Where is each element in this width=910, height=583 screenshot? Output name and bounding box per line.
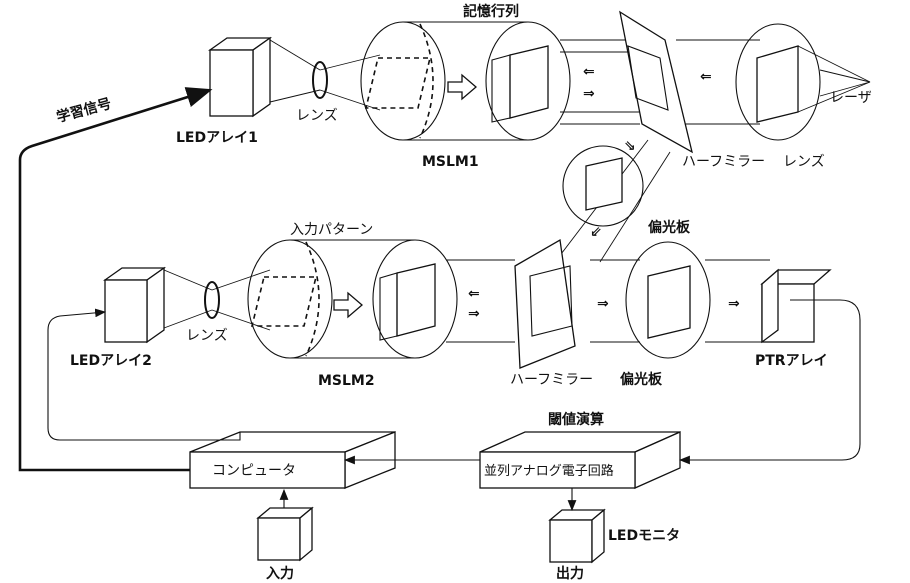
label-analog-circuit: 並列アナログ電子回路 [484, 463, 614, 479]
ptr-array [760, 268, 832, 344]
mslm-1 [360, 21, 571, 141]
hollow-arrow-2 [333, 291, 363, 319]
led-array-1 [207, 36, 273, 118]
label-polarizer-1: 偏光板 [648, 219, 691, 236]
led1-rays [269, 39, 381, 111]
hollow-arrow-1 [447, 73, 477, 101]
lens-2 [204, 281, 220, 319]
polarizer-1: ⇘ ⇙ [554, 138, 671, 263]
label-lens-2: レンズ [186, 328, 228, 344]
svg-text:⇐: ⇐ [468, 286, 480, 302]
label-half-mirror-1: ハーフミラー [682, 154, 765, 170]
label-lens-laser: レンズ [783, 154, 825, 170]
label-computer: コンピュータ [212, 463, 296, 479]
label-lens-1: レンズ [296, 108, 338, 124]
half-mirror-1 [619, 10, 693, 154]
label-half-mirror-2: ハーフミラー [510, 372, 593, 388]
svg-text:⇒: ⇒ [583, 86, 595, 102]
label-input-pattern: 入力パターン [290, 222, 373, 238]
label-led-array-2: LEDアレイ2 [70, 353, 152, 369]
lens-1 [312, 61, 328, 99]
connections [18, 87, 861, 512]
svg-text:⇒: ⇒ [597, 296, 609, 312]
svg-text:⇒: ⇒ [468, 306, 480, 322]
led2-rays [163, 269, 271, 331]
label-ptr-array: PTRアレイ [755, 353, 828, 369]
label-polarizer-2: 偏光板 [620, 371, 663, 388]
label-output: 出力 [556, 565, 584, 582]
svg-text:⇐: ⇐ [700, 69, 712, 85]
half-mirror-2 [514, 238, 576, 369]
polarizer-2 [625, 241, 711, 359]
svg-text:⇐: ⇐ [583, 64, 595, 80]
lower-beams: ⇐ ⇒ ⇒ ⇒ [446, 259, 770, 343]
label-input: 入力 [266, 565, 294, 582]
led-array-2 [102, 266, 167, 344]
svg-text:⇙: ⇙ [590, 224, 602, 240]
label-threshold-op: 閾値演算 [548, 411, 604, 428]
label-mslm-2: MSLM2 [318, 373, 375, 389]
input-box [256, 506, 314, 562]
output-box [548, 508, 606, 564]
label-mslm-1: MSLM1 [422, 154, 479, 170]
svg-text:⇒: ⇒ [728, 296, 740, 312]
laser-lens [735, 23, 871, 141]
label-led-array-1: LEDアレイ1 [176, 130, 258, 146]
label-laser: レーザ [830, 90, 872, 106]
label-led-monitor: LEDモニタ [608, 528, 680, 544]
label-learning-signal: 学習信号 [55, 95, 113, 126]
analog-circuit-box [479, 430, 681, 490]
mslm-2 [247, 239, 458, 359]
svg-text:⇘: ⇘ [624, 138, 636, 154]
label-memory-matrix: 記憶行列 [463, 3, 519, 20]
beam-arrows-upper: ⇐ ⇒ ⇐ [583, 64, 712, 102]
